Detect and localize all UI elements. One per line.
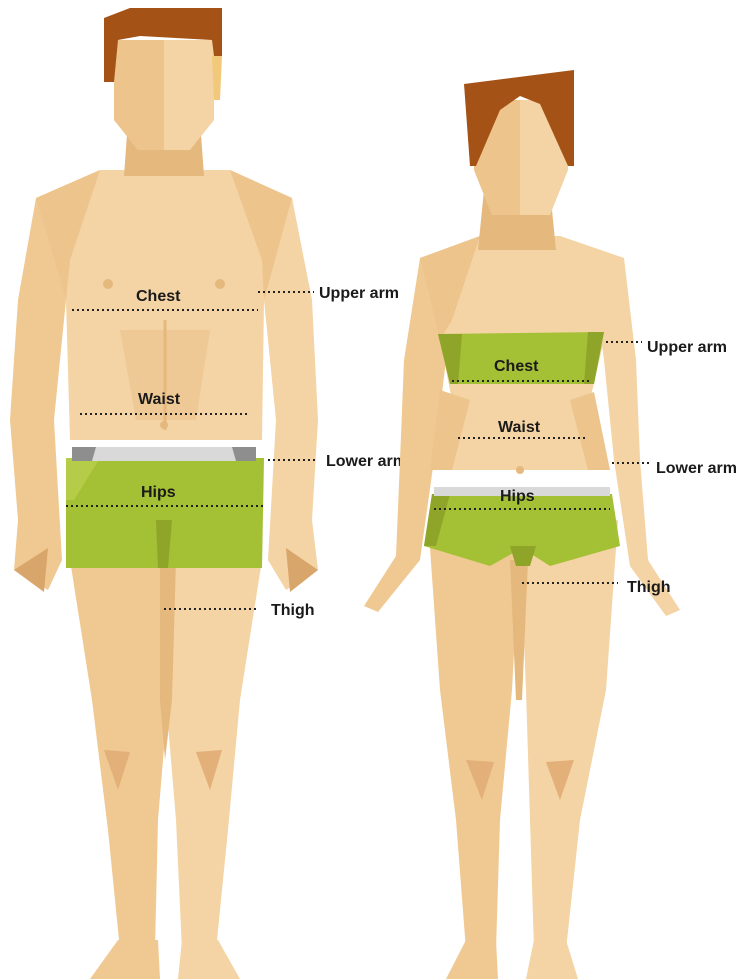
female-lower-arm-label: Lower arm [656,460,737,477]
male-nipple-right [215,279,225,289]
male-waistband [72,447,256,461]
male-thigh-label: Thigh [271,602,315,619]
female-chest-label: Chest [494,358,539,375]
female-upper-arm-label: Upper arm [647,339,727,356]
male-face-shade [114,40,164,150]
female-right-leg [520,520,618,950]
female-right-foot [526,940,578,979]
female-figure: Chest Upper arm Waist Lower arm Hips Thi… [364,70,737,979]
male-chest-label: Chest [136,288,181,305]
female-left-foot [446,940,498,979]
male-upper-arm-label: Upper arm [319,285,399,302]
male-left-foot [90,940,160,979]
female-left-leg [428,520,520,950]
male-hips-label: Hips [141,484,176,501]
female-waist-label: Waist [498,419,541,436]
male-waistband-left [72,447,96,461]
male-lower-arm-label: Lower arm [326,453,407,470]
male-right-foot [178,940,240,979]
female-thigh-label: Thigh [627,579,671,596]
male-waist-label: Waist [138,391,181,408]
male-navel [160,421,168,429]
female-hips-label: Hips [500,488,535,505]
male-figure: Chest Upper arm Waist Lower arm Hips Thi… [10,8,407,979]
male-nipple-left [103,279,113,289]
male-waistband-right [232,447,256,461]
female-navel [516,466,524,474]
